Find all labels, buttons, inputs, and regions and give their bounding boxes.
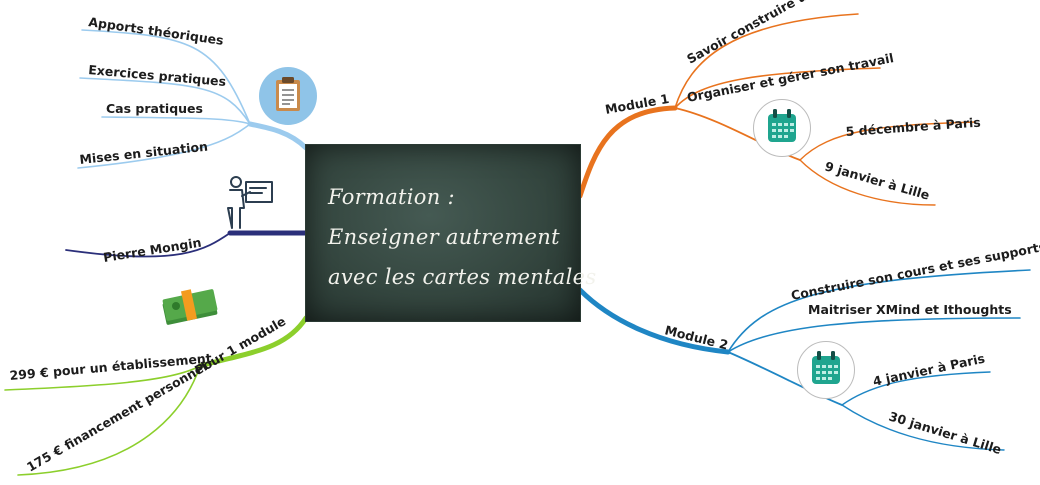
method-item-1: Apports théoriques <box>88 14 225 48</box>
branch-methods-line-4 <box>77 123 251 169</box>
branch-methods-trunk <box>247 121 309 151</box>
branch-module-2-trunk <box>577 287 731 355</box>
clipboard-icon <box>259 67 317 125</box>
branch-methods <box>77 29 309 169</box>
module-1-date-line-1 <box>799 121 976 161</box>
module-2-topic-line-2 <box>727 317 1021 353</box>
module-1-topic-line-1 <box>674 13 859 109</box>
branch-methods-line-2 <box>79 77 251 125</box>
central-topic-blackboard: Formation : Enseigner autrement avec les… <box>306 145 596 321</box>
module-2-date-1: 4 janvier à Paris <box>872 351 987 389</box>
branch-trainer-line <box>65 232 231 258</box>
calendar-icon <box>753 99 811 157</box>
central-topic-line-1: Formation : <box>328 185 455 209</box>
module-2-topic-line-1 <box>727 269 1031 353</box>
module-1-topic-1: Savoir construire une carte <box>684 0 860 67</box>
module-2-date-line-1 <box>841 371 991 406</box>
presenter-icon <box>227 176 273 229</box>
branch-methods-line-3 <box>101 116 251 125</box>
calendar-icon <box>797 341 855 399</box>
module-1-date-2: 9 janvier à Lille <box>823 158 931 202</box>
branch-methods-line-1 <box>81 29 251 125</box>
central-topic-line-2: Enseigner autrement <box>328 225 560 249</box>
branch-module-2 <box>577 269 1031 451</box>
module-1-date-1: 5 décembre à Paris <box>845 115 981 139</box>
central-topic-line-3: avec les cartes mentales <box>328 265 597 289</box>
branch-price-line-2 <box>17 365 201 476</box>
module-2-topic-2: Maitriser XMind et Ithoughts <box>808 302 1012 317</box>
branch-price-line-1 <box>4 365 201 391</box>
method-item-2: Exercices pratiques <box>88 62 227 89</box>
branch-module-1-trunk <box>577 105 678 199</box>
module-2-date-line-2 <box>841 404 1005 451</box>
module-2-date-2: 30 janvier à Lille <box>887 409 1003 458</box>
branch-price-trunk <box>197 315 309 369</box>
module-1-date-line-2 <box>799 159 936 206</box>
money-icon <box>162 289 218 325</box>
trainer-name: Pierre Mongin <box>102 235 202 265</box>
branch-trainer <box>65 230 309 258</box>
branch-price <box>4 315 309 476</box>
module-1-topic-2: Organiser et gérer son travail <box>686 50 895 105</box>
module-1-topic-line-2 <box>674 67 881 109</box>
method-item-4: Mises en situation <box>79 139 209 167</box>
module-2-date-hub <box>727 351 843 406</box>
method-item-3: Cas pratiques <box>106 101 203 116</box>
